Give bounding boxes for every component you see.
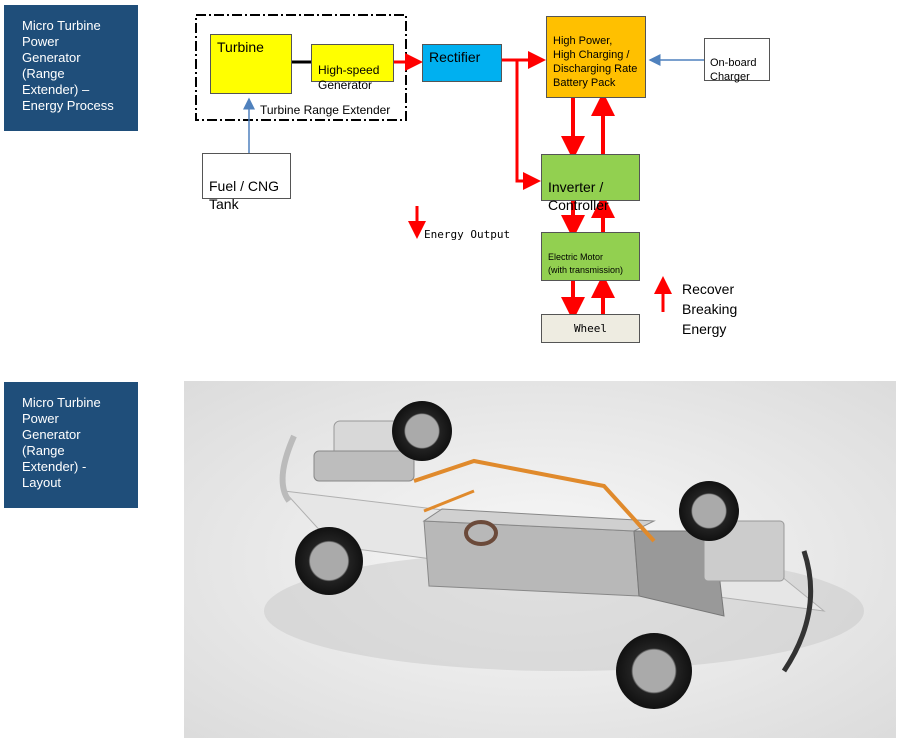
section-label-layout: Micro Turbine Power Generator (Range Ext… xyxy=(4,382,138,508)
rectifier-label: Rectifier xyxy=(429,49,481,65)
inverter-label: Inverter / Controller xyxy=(548,179,609,213)
fuel-tank-label: Fuel / CNG Tank xyxy=(209,178,280,212)
battery-box: High Power, High Charging / Discharging … xyxy=(546,16,646,98)
generator-label: High-speed Generator xyxy=(318,63,380,92)
motor-box: Electric Motor (with transmission) xyxy=(541,232,640,281)
battery-label: High Power, High Charging / Discharging … xyxy=(553,35,638,89)
turbine-label: Turbine xyxy=(217,39,264,55)
rectifier-inverter-arrow xyxy=(515,60,541,190)
energy-process-connectors xyxy=(195,14,704,321)
chassis-layout-image xyxy=(184,381,896,738)
turbine-box: Turbine xyxy=(210,34,292,94)
wheel-label: Wheel xyxy=(573,322,608,335)
energy-output-legend: Energy Output xyxy=(424,228,511,241)
recover-energy-legend: Recover Breaking Energy xyxy=(682,281,738,337)
charger-label: On-board Charger xyxy=(710,57,757,83)
inverter-box: Inverter / Controller xyxy=(541,154,640,213)
section-label-energy-process: Micro Turbine Power Generator (Range Ext… xyxy=(4,5,138,131)
wheel-box: Wheel xyxy=(541,314,640,343)
range-extender-label: Turbine Range Extender xyxy=(260,103,391,117)
generator-box: High-speed Generator xyxy=(311,44,394,92)
motor-label: Electric Motor (with transmission) xyxy=(548,252,624,275)
fuel-tank-box: Fuel / CNG Tank xyxy=(202,153,291,212)
range-extender-frame xyxy=(195,14,407,121)
rectifier-box: Rectifier xyxy=(422,44,502,82)
charger-box: On-board Charger xyxy=(704,38,770,83)
